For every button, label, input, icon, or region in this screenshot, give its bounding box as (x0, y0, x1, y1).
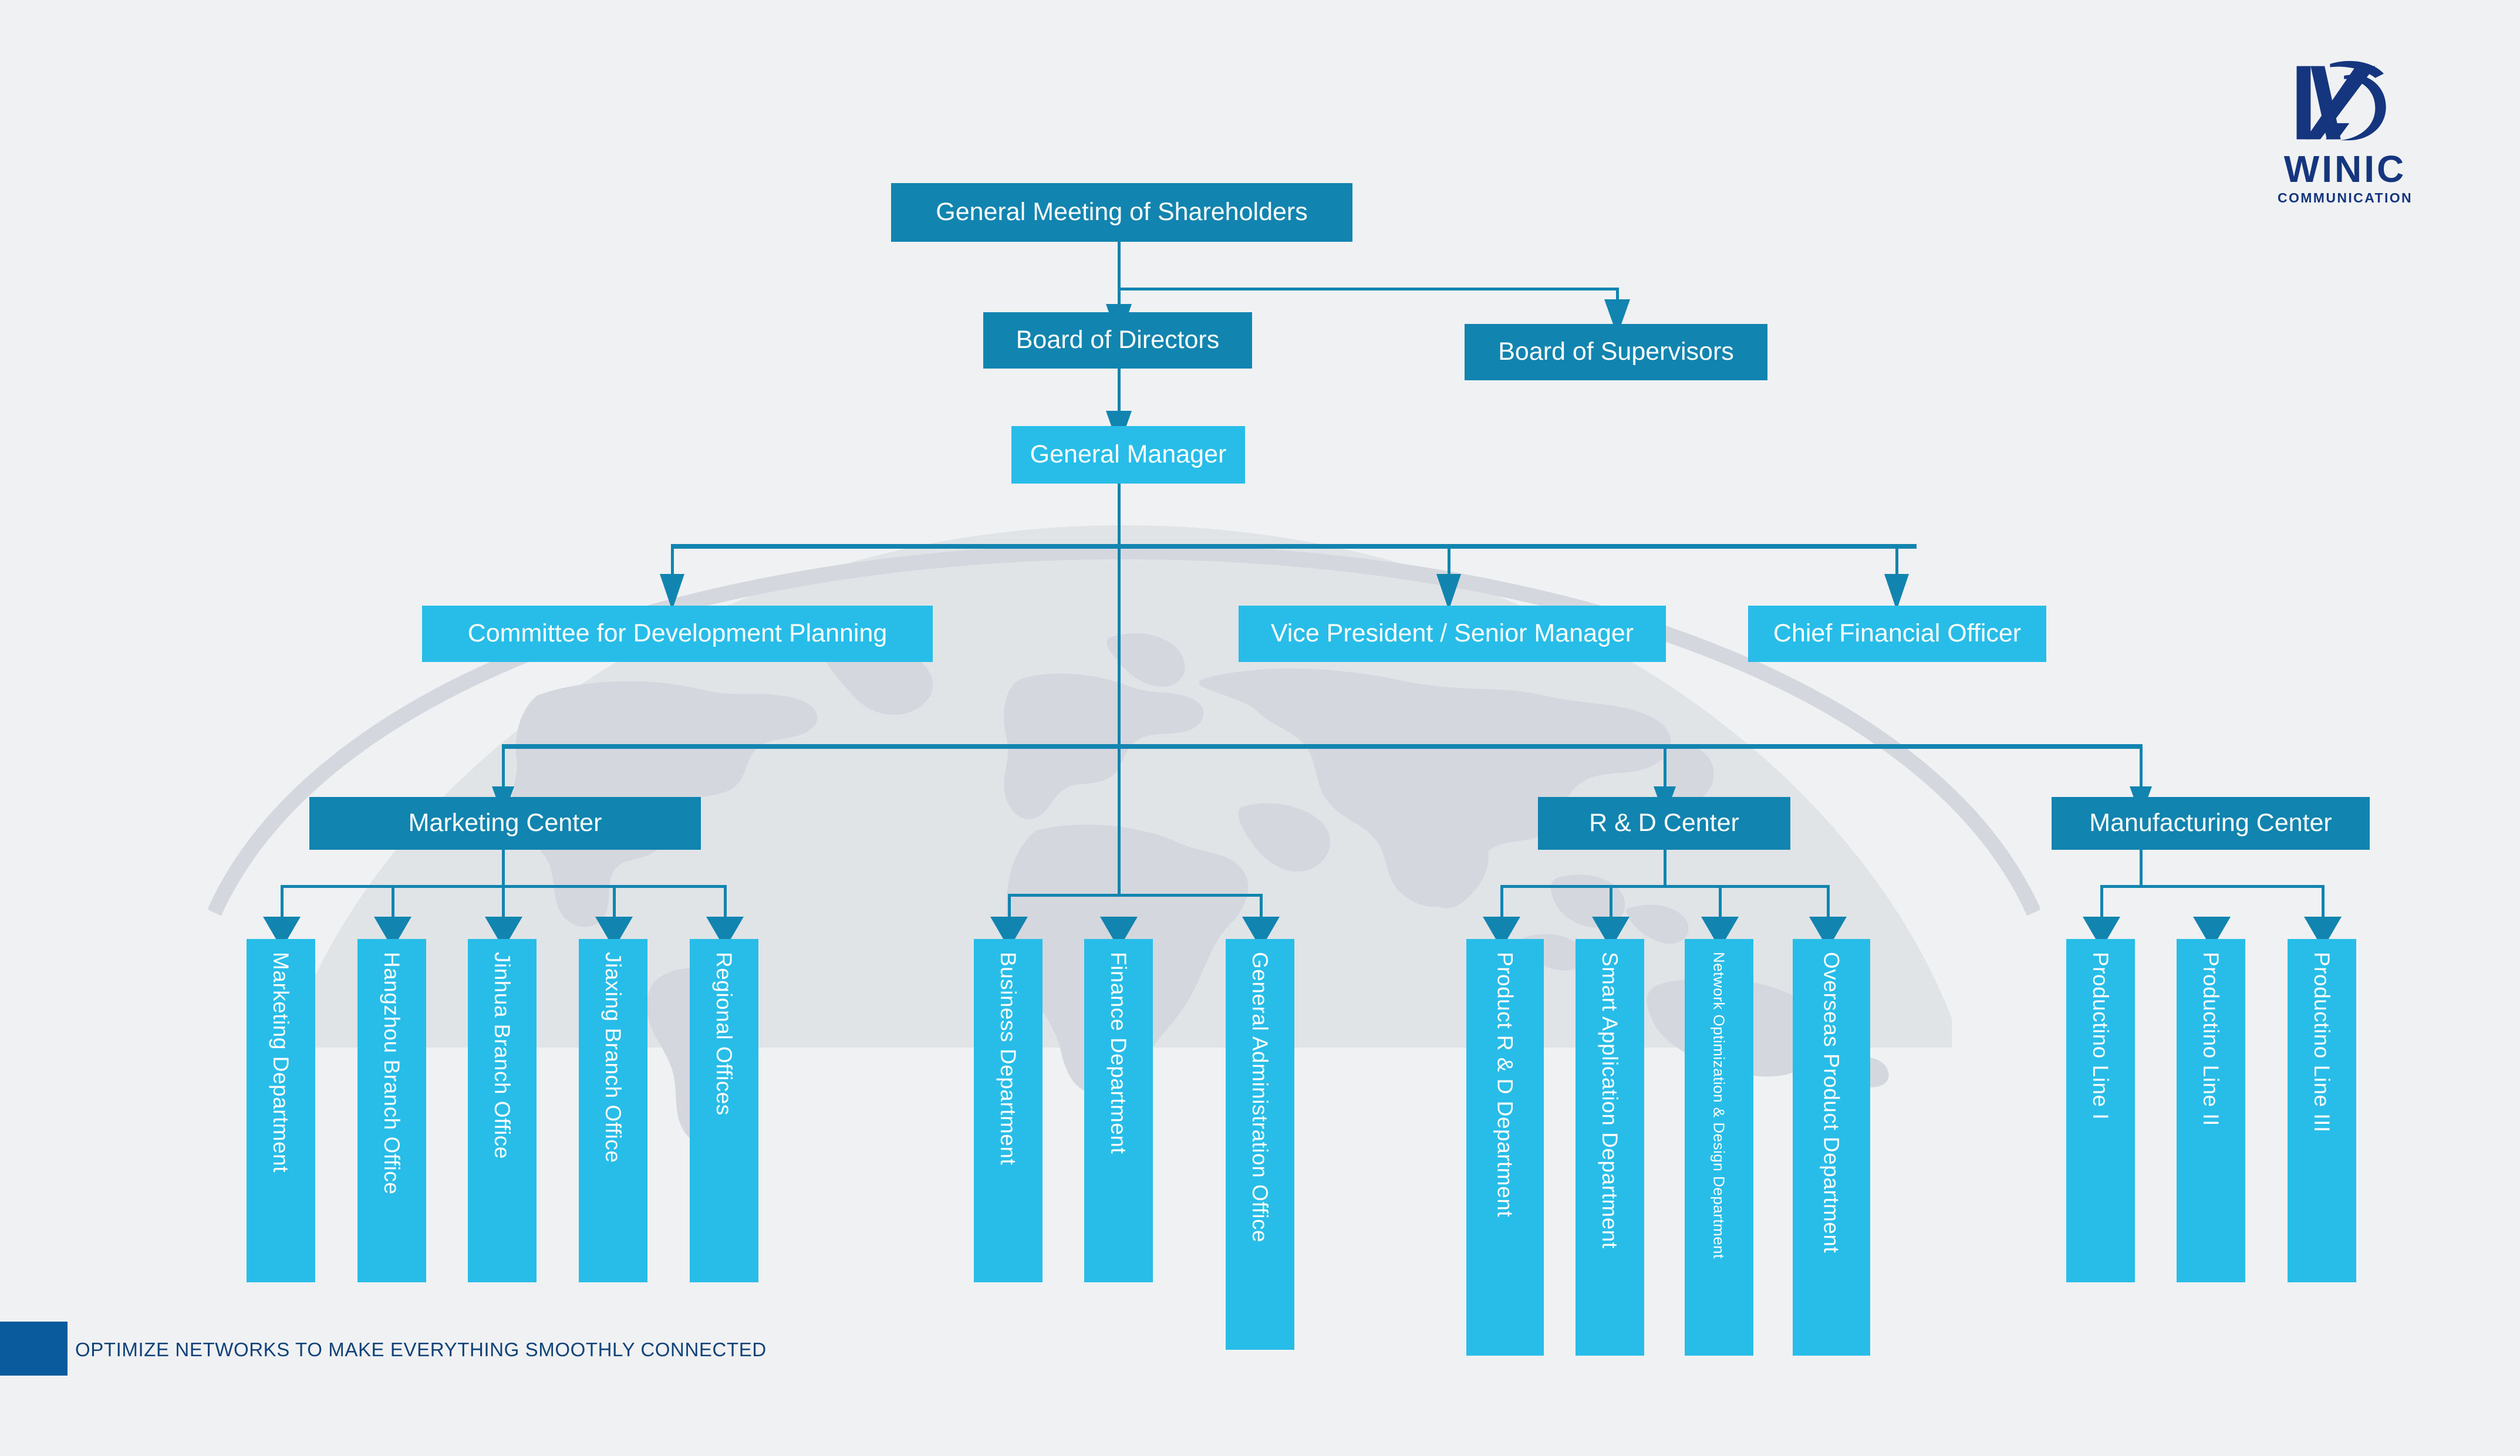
leaf-overseas-product-department[interactable]: Overseas Product Department (1793, 939, 1870, 1356)
connector-manufacturing-center-drop (2140, 744, 2143, 796)
leaf-product-rd-department[interactable]: Product R & D Department (1466, 939, 1544, 1356)
connector-gm-leaf-drop-3 (1260, 894, 1263, 921)
leaf-productino-line-3[interactable]: Productino Line III (2288, 939, 2356, 1282)
leaf-label: Productino Line III (2310, 952, 2334, 1133)
connector-rd-stem (1664, 847, 1666, 887)
leaf-label: Jinhua Branch Office (490, 952, 514, 1159)
node-manufacturing-center[interactable]: Manufacturing Center (2052, 797, 2370, 850)
connector-rd-drop-3 (1719, 885, 1722, 921)
logo-subtitle: COMMUNICATION (2277, 190, 2413, 205)
winic-w-d-globe-mark (2296, 60, 2386, 141)
node-general-manager[interactable]: General Manager (1011, 426, 1245, 484)
arrow-cfo (1884, 574, 1909, 610)
leaf-productino-line-1[interactable]: Productino Line I (2066, 939, 2135, 1282)
leaf-smart-application-department[interactable]: Smart Application Department (1576, 939, 1644, 1356)
connector-shareholders-bus (1118, 288, 1619, 290)
node-rd-center[interactable]: R & D Center (1538, 797, 1790, 850)
connector-gm-leaf-drop-1 (1008, 894, 1011, 921)
leaf-jinhua-branch-office[interactable]: Jinhua Branch Office (468, 939, 537, 1282)
leaf-jiaxing-branch-office[interactable]: Jiaxing Branch Office (579, 939, 647, 1282)
leaf-label: Business Department (996, 952, 1020, 1166)
connector-cfo-drop (1895, 544, 1898, 577)
connector-rd-drop-4 (1827, 885, 1830, 921)
leaf-regional-offices[interactable]: Regional Offices (690, 939, 758, 1282)
leaf-label: Marketing Department (269, 952, 293, 1173)
connector-mfg-drop-3 (2322, 885, 2325, 921)
connector-rd-drop-1 (1500, 885, 1503, 921)
leaf-label: Overseas Product Department (1819, 952, 1844, 1254)
leaf-label: Network Optimization & Design Department (1710, 952, 1728, 1259)
connector-rd-center-drop (1664, 744, 1666, 796)
leaf-label: Jiaxing Branch Office (601, 952, 625, 1163)
connector-centers-bus (502, 744, 2143, 749)
leaf-finance-department[interactable]: Finance Department (1084, 939, 1153, 1282)
connector-marketing-center-drop (502, 744, 505, 796)
node-marketing-center[interactable]: Marketing Center (309, 797, 701, 850)
connector-gm-leaf-bus (1008, 894, 1263, 897)
leaf-label: Product R & D Department (1493, 952, 1517, 1218)
arrow-committee (660, 574, 684, 610)
leaf-business-department[interactable]: Business Department (974, 939, 1043, 1282)
leaf-label: Productino Line I (2089, 952, 2113, 1120)
leaf-label: General Administration Office (1248, 952, 1272, 1243)
leaf-label: Smart Application Department (1598, 952, 1622, 1249)
connector-mk-drop-1 (281, 885, 284, 921)
connector-rd-drop-2 (1610, 885, 1612, 921)
connector-shareholders-stem (1118, 241, 1121, 306)
connector-mk-drop-3 (502, 885, 505, 921)
arrow-vp (1436, 574, 1461, 610)
connector-mfg-drop-1 (2100, 885, 2103, 921)
footer-color-swatch (0, 1322, 68, 1376)
connector-marketing-stem (502, 847, 505, 887)
connector-mk-drop-2 (392, 885, 394, 921)
winic-logo: WINIC COMMUNICATION (2257, 59, 2433, 211)
connector-mk-drop-5 (724, 885, 727, 921)
connector-gm-long-stem (1118, 483, 1121, 897)
connector-mfg-bus (2100, 885, 2325, 888)
leaf-productino-line-2[interactable]: Productino Line II (2177, 939, 2245, 1282)
leaf-label: Hangzhou Branch Office (380, 952, 404, 1195)
node-chief-financial-officer[interactable]: Chief Financial Officer (1748, 606, 2046, 662)
leaf-label: Productino Line II (2199, 952, 2223, 1126)
leaf-marketing-department[interactable]: Marketing Department (247, 939, 315, 1282)
leaf-label: Finance Department (1106, 952, 1131, 1154)
connector-mfg-stem (2140, 847, 2143, 887)
logo-wordmark: WINIC (2283, 148, 2407, 190)
connector-gm-bus (671, 544, 1917, 549)
node-general-meeting-of-shareholders[interactable]: General Meeting of Shareholders (891, 183, 1352, 242)
connector-rd-bus (1500, 885, 1829, 888)
connector-directors-to-gm (1118, 369, 1121, 420)
connector-committee-drop (671, 544, 674, 577)
leaf-label: Regional Offices (712, 952, 736, 1116)
leaf-general-administration-office[interactable]: General Administration Office (1226, 939, 1294, 1350)
node-committee-for-development-planning[interactable]: Committee for Development Planning (422, 606, 933, 662)
connector-mk-drop-4 (613, 885, 616, 921)
leaf-hangzhou-branch-office[interactable]: Hangzhou Branch Office (357, 939, 426, 1282)
node-vice-president-senior-manager[interactable]: Vice President / Senior Manager (1239, 606, 1666, 662)
node-board-of-supervisors[interactable]: Board of Supervisors (1465, 324, 1767, 380)
node-board-of-directors[interactable]: Board of Directors (983, 312, 1252, 369)
footer-tagline: OPTIMIZE NETWORKS TO MAKE EVERYTHING SMO… (75, 1339, 767, 1360)
connector-vp-drop (1448, 544, 1450, 577)
leaf-network-optimization-design-department[interactable]: Network Optimization & Design Department (1685, 939, 1753, 1356)
